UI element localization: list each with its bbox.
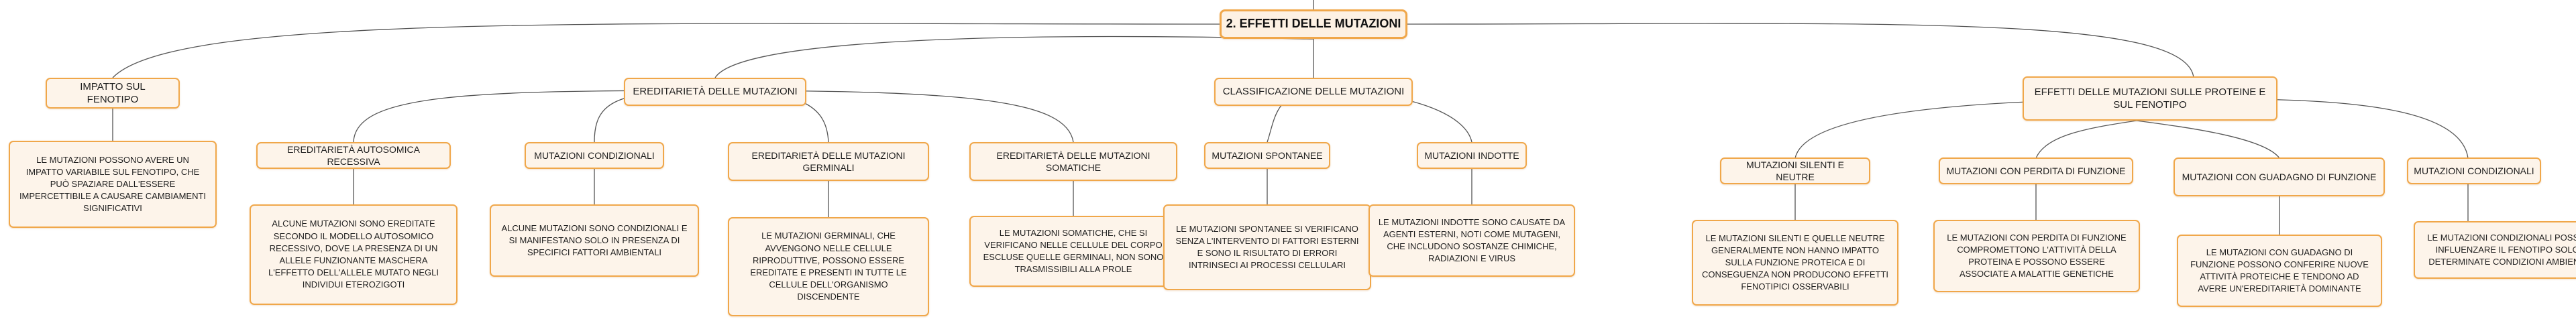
node-label: MUTAZIONI INDOTTE (1424, 149, 1519, 161)
node-impatto-sul-fenotipo[interactable]: IMPATTO SUL FENOTIPO (46, 78, 180, 109)
node-label: EFFETTI DELLE MUTAZIONI SULLE PROTEINE E… (2034, 86, 2266, 111)
node-ereditarieta-mutazioni-germinali[interactable]: EREDITARIETÀ DELLE MUTAZIONI GERMINALI (728, 142, 929, 181)
leaf-text: LE MUTAZIONI GERMINALI, CHE AVVENGONO NE… (750, 231, 907, 302)
connector-root-to-ereditarieta (714, 36, 1314, 78)
node-ereditarieta-autosomica-recessiva[interactable]: EREDITARIETÀ AUTOSOMICA RECESSIVA (256, 142, 451, 169)
leaf-mutazioni-condizionali[interactable]: ALCUNE MUTAZIONI SONO CONDIZIONALI E SI … (490, 204, 699, 277)
leaf-mutazioni-spontanee[interactable]: LE MUTAZIONI SPONTANEE SI VERIFICANO SEN… (1163, 204, 1371, 290)
leaf-text: LE MUTAZIONI SOMATICHE, CHE SI VERIFICAN… (983, 227, 1164, 275)
connector-prot-to-condizionali (2250, 99, 2469, 159)
node-mutazioni-spontanee[interactable]: MUTAZIONI SPONTANEE (1204, 142, 1330, 169)
connector-prot-to-perdita (2035, 120, 2137, 159)
leaf-ereditarieta-mutazioni-germinali[interactable]: LE MUTAZIONI GERMINALI, CHE AVVENGONO NE… (728, 217, 929, 316)
leaf-mutazioni-perdita-di-funzione[interactable]: LE MUTAZIONI CON PERDITA DI FUNZIONE COM… (1933, 220, 2140, 292)
node-classificazione-delle-mutazioni[interactable]: CLASSIFICAZIONE DELLE MUTAZIONI (1214, 78, 1413, 106)
leaf-mutazioni-guadagno-di-funzione[interactable]: LE MUTAZIONI CON GUADAGNO DI FUNZIONE PO… (2177, 235, 2382, 307)
node-mutazioni-condizionali[interactable]: MUTAZIONI CONDIZIONALI (525, 142, 664, 169)
connector-ered-to-somatiche (714, 90, 1074, 143)
node-ereditarieta-delle-mutazioni[interactable]: EREDITARIETÀ DELLE MUTAZIONI (624, 78, 806, 106)
node-label: EREDITARIETÀ DELLE MUTAZIONI GERMINALI (751, 149, 906, 173)
node-mutazioni-indotte[interactable]: MUTAZIONI INDOTTE (1417, 142, 1527, 169)
leaf-text: ALCUNE MUTAZIONI SONO CONDIZIONALI E SI … (501, 222, 688, 258)
leaf-text: LE MUTAZIONI CON PERDITA DI FUNZIONE COM… (1947, 232, 2127, 279)
leaf-text: LE MUTAZIONI CON GUADAGNO DI FUNZIONE PO… (2190, 247, 2369, 294)
node-label: MUTAZIONI SPONTANEE (1212, 149, 1323, 161)
node-label: MUTAZIONI CONDIZIONALI (534, 149, 655, 161)
node-label: MUTAZIONI SILENTI E NEUTRE (1746, 159, 1844, 182)
connector-root-to-impatto (112, 23, 1220, 78)
node-label: IMPATTO SUL FENOTIPO (80, 80, 146, 106)
node-mutazioni-perdita-di-funzione[interactable]: MUTAZIONI CON PERDITA DI FUNZIONE (1939, 157, 2133, 184)
root-node[interactable]: 2. EFFETTI DELLE MUTAZIONI (1220, 9, 1407, 39)
node-label: MUTAZIONI CON PERDITA DI FUNZIONE (1946, 165, 2126, 176)
leaf-text: LE MUTAZIONI SILENTI E QUELLE NEUTRE GEN… (1701, 233, 1889, 292)
node-label: EREDITARIETÀ DELLE MUTAZIONI SOMATICHE (996, 149, 1150, 173)
leaf-text: ALCUNE MUTAZIONI SONO EREDITATE SECONDO … (268, 218, 439, 290)
node-effetti-mutazioni-proteine-fenotipo[interactable]: EFFETTI DELLE MUTAZIONI SULLE PROTEINE E… (2023, 76, 2277, 121)
node-mutazioni-silenti-e-neutre[interactable]: MUTAZIONI SILENTI E NEUTRE (1720, 157, 1870, 184)
leaf-text: LE MUTAZIONI CONDIZIONALI POSSONO INFLUE… (2427, 232, 2576, 267)
leaf-ereditarieta-mutazioni-somatiche[interactable]: LE MUTAZIONI SOMATICHE, CHE SI VERIFICAN… (969, 216, 1177, 287)
node-mutazioni-guadagno-di-funzione[interactable]: MUTAZIONI CON GUADAGNO DI FUNZIONE (2174, 157, 2385, 196)
leaf-mutazioni-condizionali-fenotipo[interactable]: LE MUTAZIONI CONDIZIONALI POSSONO INFLUE… (2414, 221, 2576, 279)
node-label: EREDITARIETÀ DELLE MUTAZIONI (633, 86, 798, 98)
connector-prot-to-guadagno (2136, 120, 2280, 159)
leaf-impatto-sul-fenotipo[interactable]: LE MUTAZIONI POSSONO AVERE UN IMPATTO VA… (9, 141, 217, 228)
node-ereditarieta-mutazioni-somatiche[interactable]: EREDITARIETÀ DELLE MUTAZIONI SOMATICHE (969, 142, 1177, 181)
leaf-mutazioni-indotte[interactable]: LE MUTAZIONI INDOTTE SONO CAUSATE DA AGE… (1368, 204, 1575, 277)
node-mutazioni-condizionali-fenotipo[interactable]: MUTAZIONI CONDIZIONALI (2407, 157, 2541, 184)
leaf-text: LE MUTAZIONI INDOTTE SONO CAUSATE DA AGE… (1378, 216, 1566, 264)
leaf-text: LE MUTAZIONI POSSONO AVERE UN IMPATTO VA… (19, 154, 207, 214)
node-label: CLASSIFICAZIONE DELLE MUTAZIONI (1222, 86, 1405, 98)
connector-ered-to-autosomica (353, 90, 716, 143)
node-label: EREDITARIETÀ AUTOSOMICA RECESSIVA (287, 143, 420, 167)
node-label: MUTAZIONI CON GUADAGNO DI FUNZIONE (2182, 171, 2377, 182)
leaf-text: LE MUTAZIONI SPONTANEE SI VERIFICANO SEN… (1175, 223, 1359, 271)
leaf-ereditarieta-autosomica-recessiva[interactable]: ALCUNE MUTAZIONI SONO EREDITATE SECONDO … (250, 204, 458, 305)
root-label: 2. EFFETTI DELLE MUTAZIONI (1226, 17, 1401, 31)
node-label: MUTAZIONI CONDIZIONALI (2414, 165, 2534, 176)
connector-root-to-effetti-proteine (1407, 23, 2194, 78)
leaf-mutazioni-silenti-e-neutre[interactable]: LE MUTAZIONI SILENTI E QUELLE NEUTRE GEN… (1692, 220, 1898, 306)
